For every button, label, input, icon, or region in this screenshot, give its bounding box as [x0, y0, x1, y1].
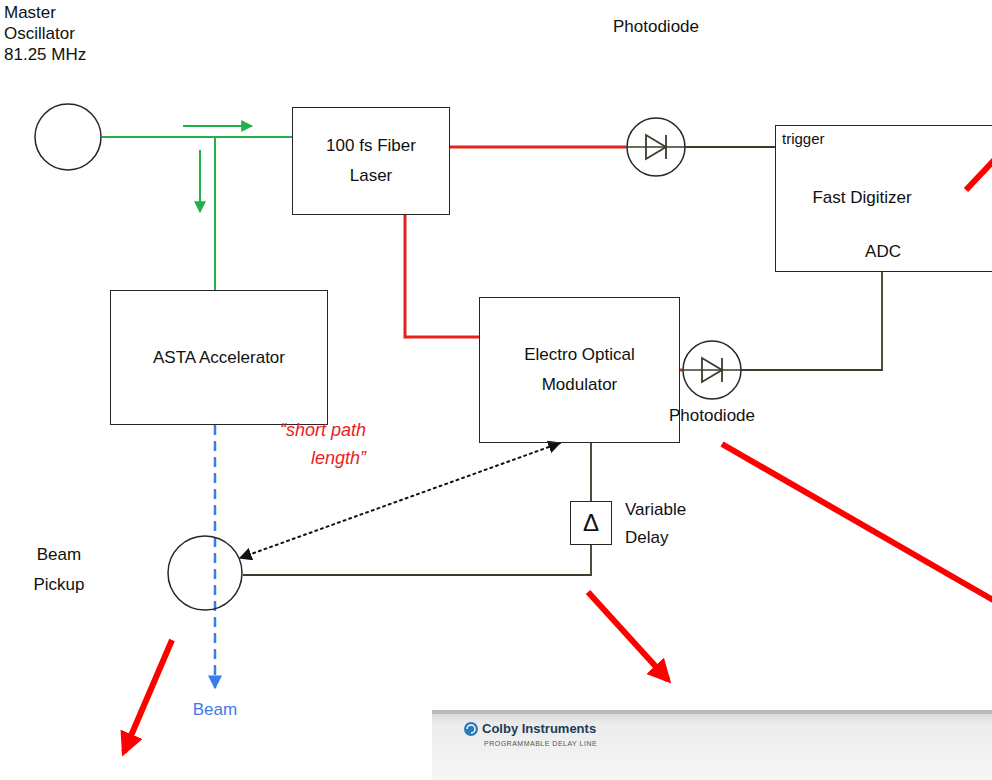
fiber-line: [680, 369, 682, 372]
delay-line-photo: [432, 710, 992, 780]
box-label: Electro Optical Modulator: [498, 340, 661, 400]
circle-outline: [627, 118, 685, 176]
diode-bar: [721, 358, 723, 382]
box-label: ASTA Accelerator: [153, 346, 285, 370]
brand-logo: [464, 722, 478, 736]
brand-text: Colby Instruments: [482, 721, 596, 736]
signal-wire: [243, 545, 591, 575]
oscillator-circle: Master Oscillator 81.25 MHz: [34, 103, 102, 171]
circle-outline: [35, 104, 101, 170]
signal-direction-arrow: [183, 125, 252, 127]
beam-line: [214, 425, 217, 536]
path-length-arrow: [240, 443, 560, 558]
callout-arrow: [588, 592, 668, 680]
diode-triangle: [646, 135, 666, 159]
fiber-line: [450, 146, 626, 149]
circle-outline: [683, 341, 741, 399]
photodiode-wire: [682, 369, 742, 371]
callout-arrow: [124, 640, 172, 752]
accelerator-box: ASTA Accelerator: [110, 290, 328, 425]
photodiode-label: Photodiode: [652, 406, 772, 426]
fiber-line: [405, 215, 479, 337]
photo-edge: [432, 710, 992, 714]
beam-line: [214, 537, 217, 688]
port-label: trigger: [782, 130, 825, 147]
port-label: ADC: [858, 242, 908, 262]
edge-label: “short path length”: [248, 416, 366, 472]
node-outline: [682, 340, 742, 400]
photodiode-symbol: Photodiode: [626, 117, 686, 177]
clock-line: [102, 137, 215, 290]
photodiode-wire: [626, 146, 686, 148]
box-label: 100 fs Fiber Laser: [305, 131, 437, 191]
brand-logo-mark: [467, 725, 475, 733]
delay-box: ΔVariable Delay: [570, 501, 612, 545]
oscillator-label: Master Oscillator 81.25 MHz: [4, 2, 108, 65]
diode-triangle: [702, 358, 722, 382]
pickup-label: Beam Pickup: [17, 540, 101, 600]
signal-wire: [742, 272, 882, 370]
delay-label: Variable Delay: [625, 496, 705, 552]
callout-arrow: [722, 444, 992, 604]
node-outline: [167, 535, 243, 611]
node-outline: [626, 117, 686, 177]
photodiode-label: Photodiode: [596, 17, 716, 37]
callout-arrow: [966, 156, 992, 190]
signal-wire: [686, 146, 775, 148]
laser-box: 100 fs Fiber Laser: [292, 107, 450, 215]
delta-symbol: Δ: [583, 509, 599, 537]
modulator-box: Electro Optical Modulator: [479, 297, 680, 443]
digitizer-box: triggerFast DigitizerADC: [775, 125, 992, 272]
beam-label: Beam: [165, 700, 265, 720]
node-outline: [34, 103, 102, 171]
circle-outline: [168, 536, 242, 610]
diode-bar: [665, 135, 667, 159]
box-label: Fast Digitizer: [776, 188, 948, 208]
signal-wire: [590, 443, 592, 501]
model-text: PROGRAMMABLE DELAY LINE: [484, 740, 597, 747]
beam-pickup-circle: Beam Pickup: [167, 535, 243, 611]
photodiode-symbol: Photodiode: [682, 340, 742, 400]
signal-direction-arrow: [199, 150, 201, 212]
